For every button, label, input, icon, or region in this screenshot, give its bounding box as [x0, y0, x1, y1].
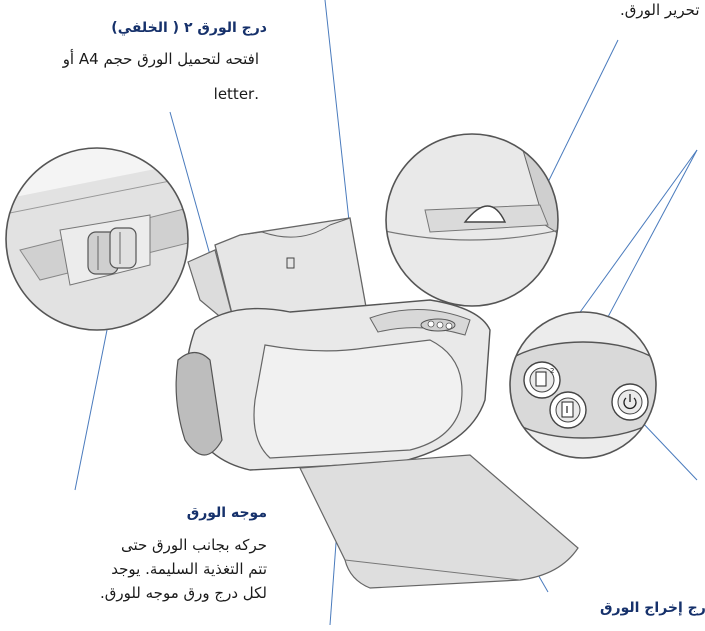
tray-indicator-icon [286, 257, 295, 269]
front-cover [253, 339, 463, 459]
svg-text:2: 2 [550, 367, 554, 375]
paper-guide-desc-line1: حركه بجانب الورق حتى [120, 536, 267, 554]
tray2-select-icon[interactable]: 2 [523, 361, 561, 399]
rear-tray-desc-line1: افتحه لتحميل الورق حجم A4 أو [62, 50, 259, 68]
leader-line-button-1 [559, 149, 698, 341]
rear-tray-title: درج الورق ٢ ( الخلفي) [111, 20, 267, 36]
zoom-paper-release [385, 133, 559, 307]
output-tray-title: درج إخراج الورق [600, 600, 705, 616]
paper-guide-title: موجه الورق [186, 505, 267, 521]
leader-line-paper-guide [74, 314, 111, 491]
zoom-paper-guide [5, 147, 189, 331]
paper-release-lever [463, 205, 507, 223]
rear-tray-desc-line2: .letter [213, 85, 259, 103]
leader-lines [74, 0, 698, 626]
paper-guide-desc-line2: تتم التغذية السليمة. يوجد [111, 560, 267, 578]
paper-release-desc: تحرير الورق. [620, 1, 700, 19]
tray1-select-icon[interactable] [549, 391, 587, 429]
leader-line-power [639, 419, 698, 481]
printer [175, 217, 579, 589]
power-icon[interactable] [611, 383, 649, 421]
paper-guide-desc-line3: لكل درج ورق موجه للورق. [99, 584, 267, 602]
zoom-control-panel: 2 [509, 311, 657, 459]
leader-line-rear-tray [169, 111, 211, 256]
leader-line-top-support [324, 0, 351, 231]
output-tray [299, 454, 579, 589]
